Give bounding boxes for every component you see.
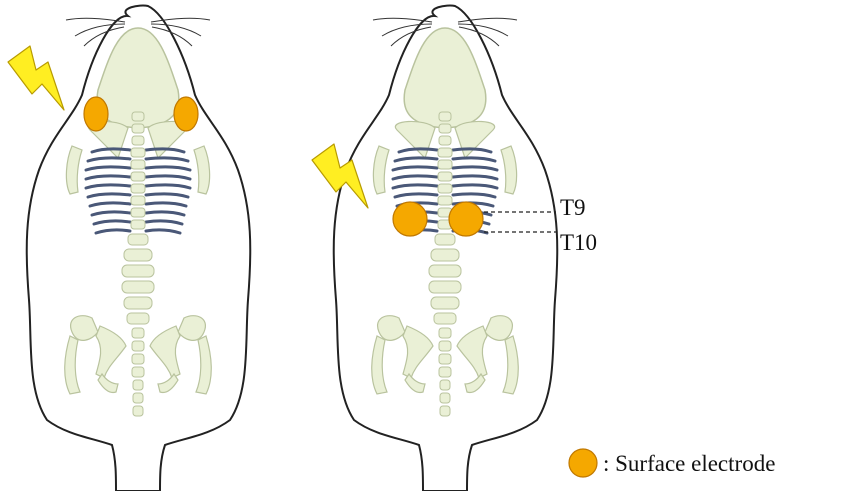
electrode-right-1 <box>392 201 428 237</box>
tail-vertebrae <box>131 327 145 417</box>
ribcage <box>84 147 192 235</box>
label-t10: T10 <box>560 230 597 255</box>
whiskers <box>65 17 211 47</box>
front-legs <box>65 145 211 195</box>
legend-label: : Surface electrode <box>603 451 775 476</box>
electrode-right-2 <box>448 201 484 237</box>
legend: : Surface electrode <box>568 448 775 478</box>
mouse-left <box>7 4 252 491</box>
pelvis-and-hindlegs <box>64 315 212 395</box>
electrode-left-1 <box>83 96 109 132</box>
electrode-left-2 <box>173 96 199 132</box>
spine <box>428 111 462 325</box>
pelvis-and-hindlegs <box>371 315 519 395</box>
lightning-bolt-icon <box>311 143 369 209</box>
lightning-bolt-icon <box>7 45 65 111</box>
tail-vertebrae <box>438 327 452 417</box>
legend-electrode-symbol <box>568 448 598 478</box>
level-leader-lines <box>484 211 556 233</box>
front-legs <box>372 145 518 195</box>
whiskers <box>372 17 518 47</box>
spine <box>121 111 155 325</box>
mouse-right: T9 T10 <box>311 4 597 491</box>
label-t9: T9 <box>560 195 586 220</box>
